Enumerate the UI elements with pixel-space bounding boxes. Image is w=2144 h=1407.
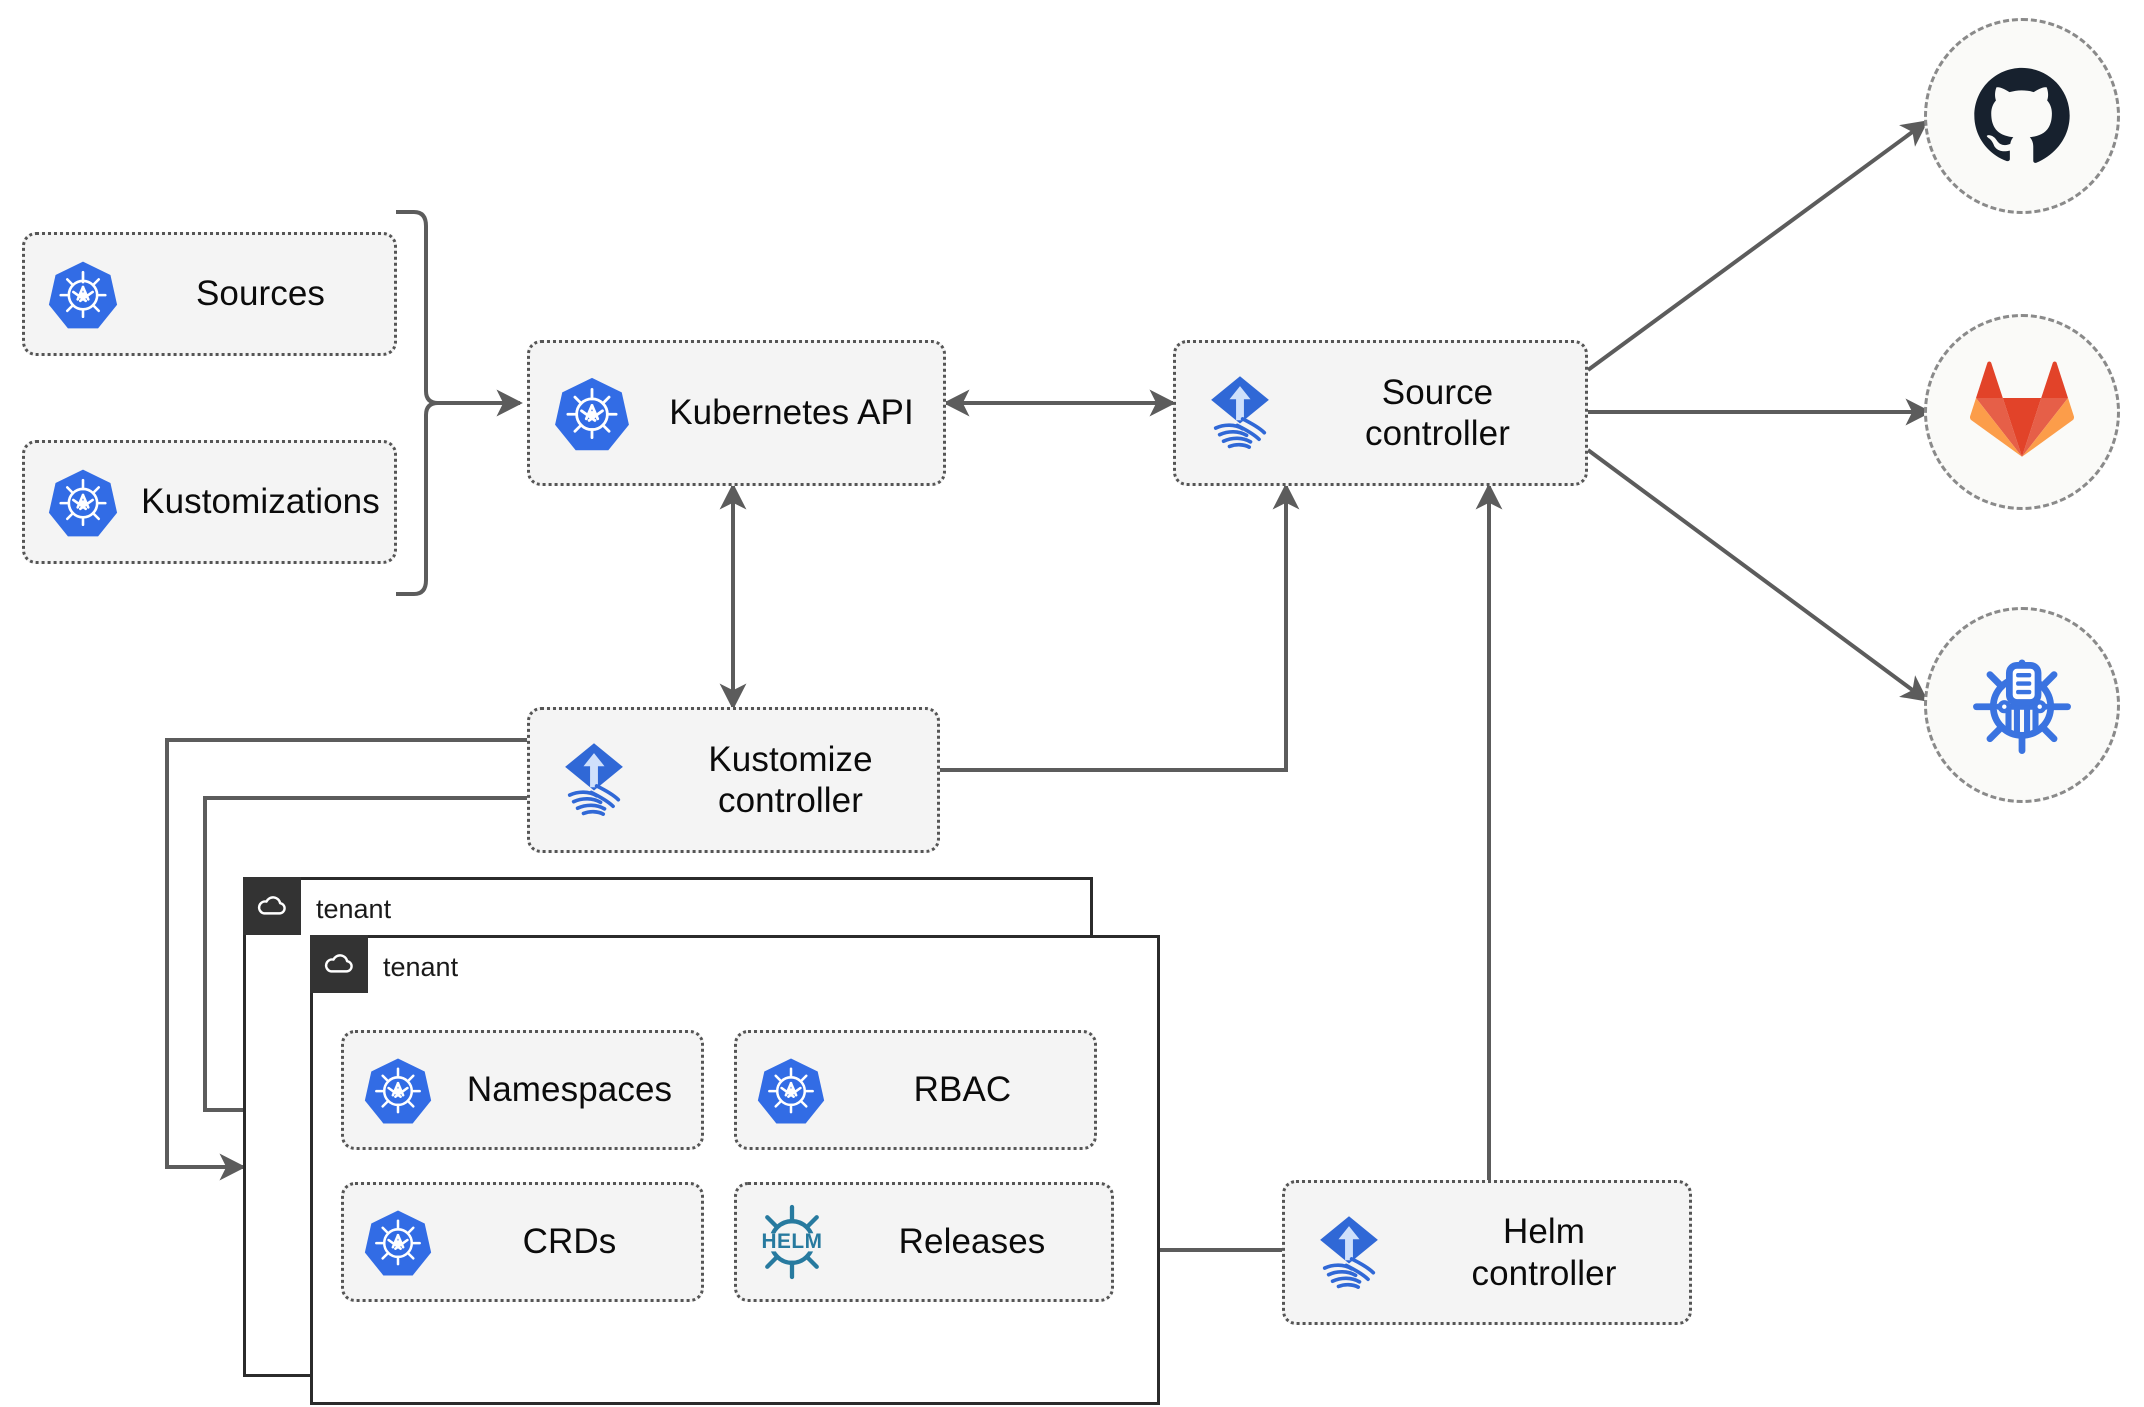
wire-source-to-helm-repo: [1586, 448, 1929, 702]
kubernetes-icon: [344, 1207, 452, 1277]
node-label: Helm controller: [1471, 1212, 1617, 1293]
helm-repository-icon: [1968, 651, 2076, 759]
node-label: Source controller: [1365, 372, 1510, 453]
node-helm-controller[interactable]: Helm controller: [1282, 1180, 1692, 1325]
wire-kustomize-to-source-controller: [940, 483, 1300, 772]
flux-icon: [1285, 1211, 1413, 1295]
node-kustomizations[interactable]: Kustomizations: [22, 440, 397, 564]
kubernetes-icon: [25, 258, 141, 330]
gitlab-icon: [1970, 360, 2074, 464]
node-label: Namespaces: [466, 1070, 673, 1110]
node-label: CRDs: [522, 1222, 617, 1262]
node-source-controller[interactable]: Source controller: [1173, 340, 1588, 486]
endpoint-github[interactable]: [1924, 18, 2120, 214]
helm-icon: HELM: [737, 1199, 847, 1285]
kubernetes-icon: [737, 1055, 845, 1125]
node-label: Kustomize controller: [708, 739, 873, 820]
tenant-container-front[interactable]: tenant: [310, 935, 1160, 1405]
tenant-label-front: tenant: [383, 952, 459, 982]
node-kustomize-controller[interactable]: Kustomize controller: [527, 707, 940, 853]
node-label: RBAC: [913, 1070, 1012, 1110]
node-label: Kustomizations: [141, 482, 380, 522]
node-kubernetes-api[interactable]: Kubernetes API: [527, 340, 946, 486]
node-label: Sources: [195, 274, 326, 314]
github-icon: [1970, 64, 2074, 168]
node-crds[interactable]: CRDs: [341, 1182, 704, 1302]
kubernetes-icon: [344, 1055, 452, 1125]
flux-icon: [1176, 371, 1304, 455]
kubernetes-icon: [530, 374, 654, 452]
grouping-brace: [396, 210, 439, 596]
node-label: Releases: [898, 1222, 1046, 1262]
node-label: Kubernetes API: [669, 393, 914, 433]
cloud-icon: [310, 935, 368, 993]
node-sources[interactable]: Sources: [22, 232, 397, 356]
svg-text:HELM: HELM: [761, 1230, 822, 1253]
node-rbac[interactable]: RBAC: [734, 1030, 1097, 1150]
tenant-label-back: tenant: [316, 894, 392, 924]
wire-source-to-github: [1586, 120, 1929, 372]
endpoint-gitlab[interactable]: [1924, 314, 2120, 510]
node-releases[interactable]: HELM Releases: [734, 1182, 1114, 1302]
endpoint-helm-repository[interactable]: [1924, 607, 2120, 803]
kubernetes-icon: [25, 466, 141, 538]
node-namespaces[interactable]: Namespaces: [341, 1030, 704, 1150]
cloud-icon: [243, 877, 301, 935]
flux-icon: [530, 738, 658, 822]
